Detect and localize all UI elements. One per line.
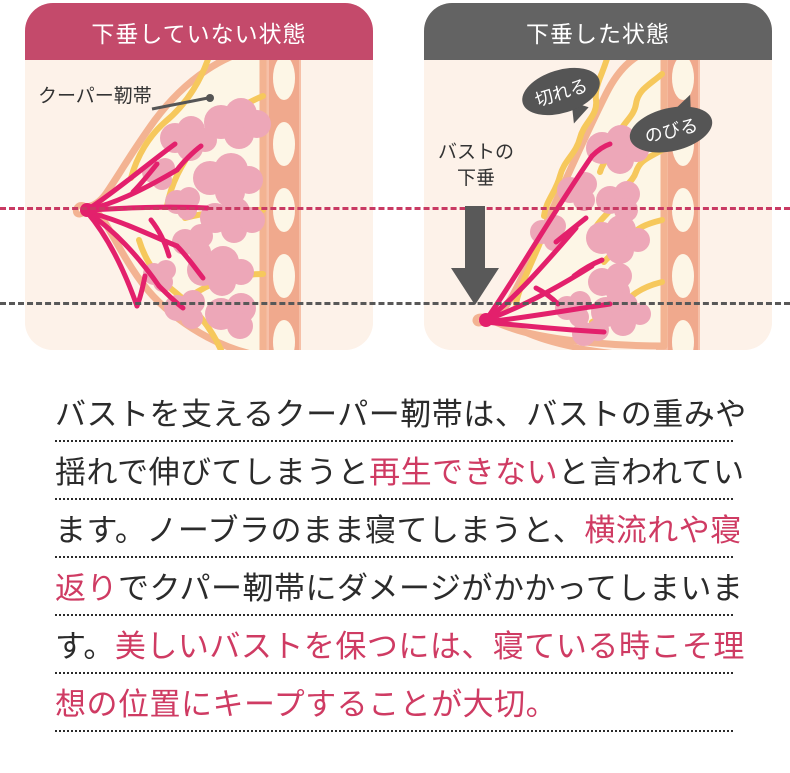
copy-line-text: す。美しいバストを保つには、寝ている時こそ理 xyxy=(55,621,745,666)
body-copy: バストを支えるクーパー靭帯は、バストの重みや揺れで伸びてしまうと再生できないと言… xyxy=(55,384,746,732)
copy-highlight: 美しいバストを保つには、寝ている時こそ理 xyxy=(114,629,745,664)
rib-ovals-sag xyxy=(672,60,694,350)
copy-line-text: 返りでクパー靭帯にダメージがかかってしまいま xyxy=(55,563,743,608)
copy-line-text: バストを支えるクーパー靭帯は、バストの重みや xyxy=(55,389,747,434)
copy-highlight: 想の位置にキープすることが大切。 xyxy=(55,687,558,722)
cooper-ligament-label: クーパー靭帯 xyxy=(38,86,152,107)
copy-plain: バストを支えるクーパー靭帯は、バストの重みや xyxy=(55,397,747,432)
copy-line: 返りでクパー靭帯にダメージがかかってしまいま xyxy=(55,558,743,616)
copy-plain: す。 xyxy=(55,629,115,664)
copy-plain: ます。ノーブラのまま寝てしまうと、 xyxy=(55,513,585,548)
copy-line: 想の位置にキープすることが大切。 xyxy=(55,674,733,732)
underbust-guide-line xyxy=(0,302,790,305)
duct-origin-sagging xyxy=(479,313,493,327)
bust-droop-label: バストの 下垂 xyxy=(437,142,514,189)
milk-ducts-normal xyxy=(84,141,210,311)
rib-ovals xyxy=(273,60,295,350)
copy-line-text: 揺れで伸びてしまうと再生できないと言われてい xyxy=(55,447,745,492)
copy-highlight: 横流れや寝 xyxy=(584,513,742,548)
copy-plain: 揺れで伸びてしまうと xyxy=(55,455,370,490)
copy-line-text: ます。ノーブラのまま寝てしまうと、横流れや寝 xyxy=(55,505,742,550)
copy-plain: でクパー靭帯にダメージがかかってしまいま xyxy=(118,571,744,606)
copy-line: す。美しいバストを保つには、寝ている時こそ理 xyxy=(55,616,744,674)
breast-anatomy-normal-svg xyxy=(72,60,301,350)
milk-ducts-sagging xyxy=(483,141,613,335)
panel-sagging-header: 下垂した状態 xyxy=(424,3,772,60)
mammary-lobules-normal xyxy=(142,98,271,339)
duct-origin-normal xyxy=(80,203,94,217)
panel-no-sag-illustration xyxy=(25,60,373,350)
copy-plain: と言われてい xyxy=(558,455,745,490)
nipple-level-guide-line xyxy=(0,207,790,210)
cooper-ligament-leader-line xyxy=(151,94,214,111)
copy-line: バストを支えるクーパー靭帯は、バストの重みや xyxy=(55,384,746,442)
copy-highlight: 再生できない xyxy=(369,455,559,490)
copy-line: ます。ノーブラのまま寝てしまうと、横流れや寝 xyxy=(55,500,741,558)
copy-line-text: 想の位置にキープすることが大切。 xyxy=(55,679,557,724)
breast-fold-line xyxy=(521,329,613,350)
downward-arrow-icon xyxy=(451,206,499,305)
panel-sagging-illustration xyxy=(424,60,772,350)
panel-no-sag: 下垂していない状態 xyxy=(25,3,373,350)
panel-no-sag-header: 下垂していない状態 xyxy=(25,3,373,60)
copy-line: 揺れで伸びてしまうと再生できないと言われてい xyxy=(55,442,744,500)
copy-highlight: 返り xyxy=(55,571,118,606)
breast-anatomy-sagging-svg xyxy=(472,60,700,350)
